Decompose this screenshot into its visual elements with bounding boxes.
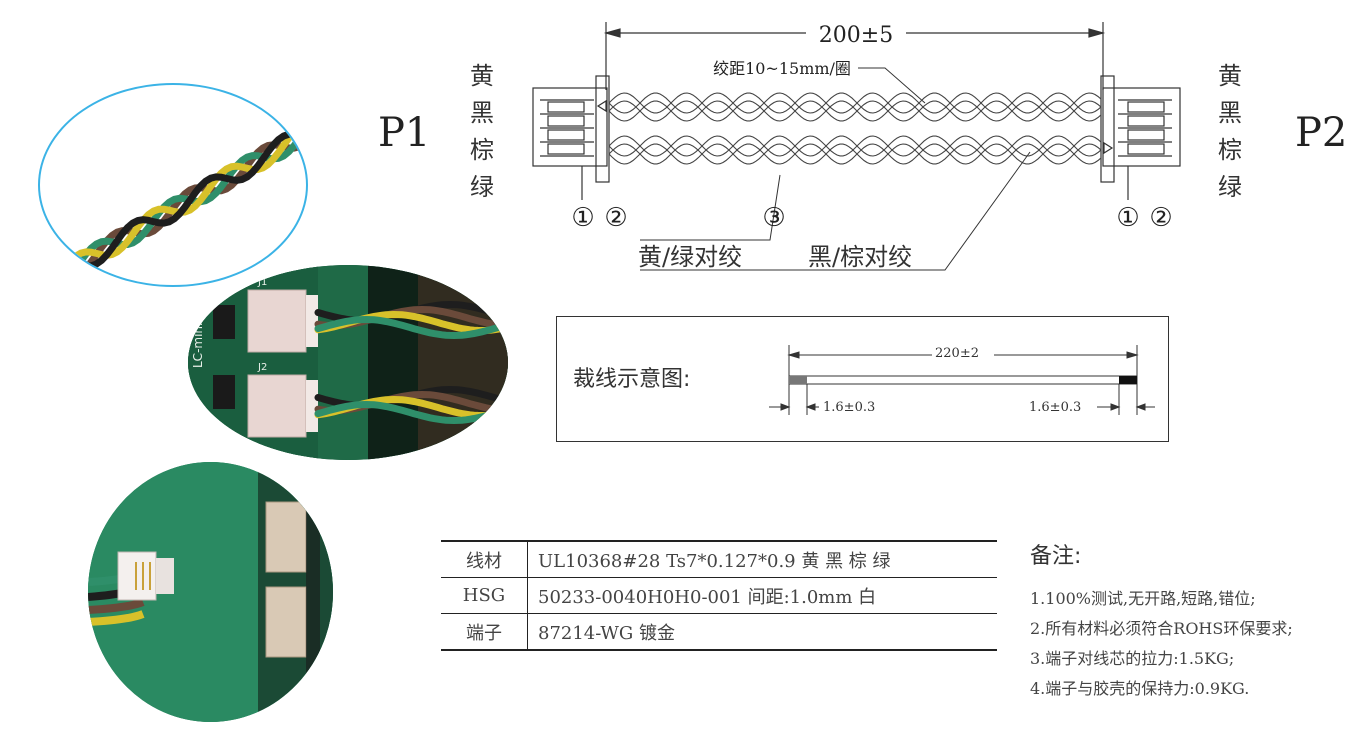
cable-assembly-drawing: 200±5 绞距10~15mm/圈 [532,20,1181,271]
wire-strand-outline [608,92,1102,114]
twisted-wire-outline [608,92,1102,165]
pair-label-yellow-green: 黄/绿对绞 [638,243,743,271]
p2-label: P2 [1295,110,1348,156]
wire-strand-outline [608,100,1102,122]
spec-key: 端子 [441,613,528,650]
photo-connector-board [88,462,333,722]
photo-pcb-connectors: LC-miniPCIe J1 J2 [188,265,508,460]
pcb-wire-strand [314,400,508,425]
note-item: 1.100%测试,无开路,短路,错位; [1030,589,1256,608]
pair-label-black-brown: 黑/棕对绞 [808,243,913,271]
wire-strand-outline [608,92,1102,114]
spec-table: 线材 UL10368#28 Ts7*0.127*0.9 黄 黑 棕 绿 HSG … [441,540,997,651]
table-row: 线材 UL10368#28 Ts7*0.127*0.9 黄 黑 棕 绿 [441,541,997,578]
right-color-3: 棕 [1218,136,1242,164]
notes-title: 备注: [1030,544,1082,569]
right-circle-2: ② [1149,203,1172,233]
cut-diagram-box: 裁线示意图: 220±2 1.6±0.3 [556,316,1169,442]
left-circle-2: ② [604,203,627,233]
left-circle-1: ① [571,203,594,233]
total-length-dimension: 200±5 [819,23,893,48]
cut-length-dimension: 220±2 [935,346,979,361]
right-color-1: 黄 [1218,62,1242,90]
wire-strand-outline [608,100,1102,122]
spec-value: 87214-WG 镀金 [538,622,675,644]
strip-left-dimension: 1.6±0.3 [823,400,876,415]
right-color-4: 绿 [1218,173,1242,201]
wire-strand-outline [608,143,1102,165]
board-label: LC-miniPCIe [191,296,205,368]
spec-key: HSG [441,577,528,614]
right-connector-housing [1100,75,1181,200]
left-color-1: 黄 [470,62,494,90]
table-row: 端子 87214-WG 镀金 [441,613,997,650]
spec-value: 50233-0040H0H0-001 间距:1.0mm 白 [538,586,877,608]
wire-strand-outline [608,143,1102,165]
photo-twisted-wire [38,83,308,287]
notes-section: 备注: 1.100%测试,无开路,短路,错位; 2.所有材料必须符合ROHS环保… [1030,538,1365,704]
wire-strand-outline [608,135,1102,157]
note-item: 2.所有材料必须符合ROHS环保要求; [1030,619,1293,638]
right-color-2: 黑 [1218,99,1242,127]
left-color-3: 棕 [470,136,494,164]
strip-right-dimension: 1.6±0.3 [1029,400,1082,415]
wire-circle-3: ③ [762,203,785,233]
spec-key: 线材 [441,541,528,578]
twisted-wire-illustration [56,120,306,285]
right-circle-1: ① [1116,203,1139,233]
left-connector-housing [532,75,610,200]
board-label-j1: J1 [257,277,267,288]
pcb-wire-strand [314,315,508,340]
wire-strand-outline [608,135,1102,157]
note-item: 4.端子与胶壳的保持力:0.9KG. [1030,679,1250,698]
right-color-list: 黄 黑 棕 绿 [1218,64,1242,212]
cut-diagram-title: 裁线示意图: [573,367,691,392]
left-color-2: 黑 [470,99,494,127]
p1-label: P1 [378,110,431,156]
left-color-list: 黄 黑 棕 绿 [470,64,494,212]
left-color-4: 绿 [470,173,494,201]
table-row: HSG 50233-0040H0H0-001 间距:1.0mm 白 [441,577,997,614]
spec-value: UL10368#28 Ts7*0.127*0.9 黄 黑 棕 绿 [538,550,891,572]
twist-pitch-label: 绞距10~15mm/圈 [713,59,851,78]
board-label-j2: J2 [257,362,267,373]
note-item: 3.端子对线芯的拉力:1.5KG; [1030,649,1235,668]
wire-strand [56,130,306,270]
